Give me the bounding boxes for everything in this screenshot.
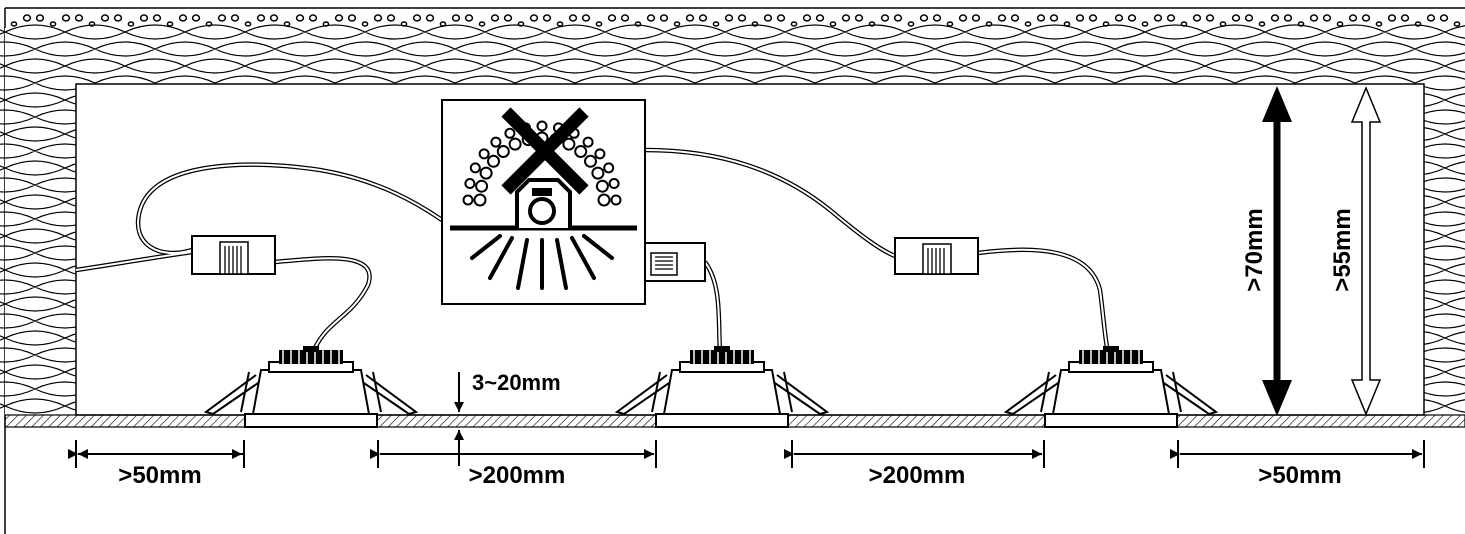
recessed-downlight-icon [203,346,419,428]
recessed-downlight-icon [614,346,830,428]
led-driver-box-icon [894,237,979,275]
led-driver-box-icon [644,242,706,282]
label-cavity-height-min: >70mm [1241,208,1268,291]
label-spacing-right-edge: >50mm [1258,462,1341,489]
arrow-cavity-height-min [1262,86,1292,416]
no-insulation-cover-icon [441,99,646,305]
label-ceiling-thickness: 3~20mm [472,370,561,395]
gravel-layer [10,14,1461,27]
label-spacing-between-2: >200mm [869,462,966,489]
recessed-downlight-icon [1003,346,1219,428]
led-driver-box-icon [191,235,276,275]
label-spacing-between-1: >200mm [469,462,566,489]
label-cavity-height-alt: >55mm [1329,208,1356,291]
label-spacing-left-edge: >50mm [118,462,201,489]
arrow-cavity-height-alt [1350,86,1382,416]
